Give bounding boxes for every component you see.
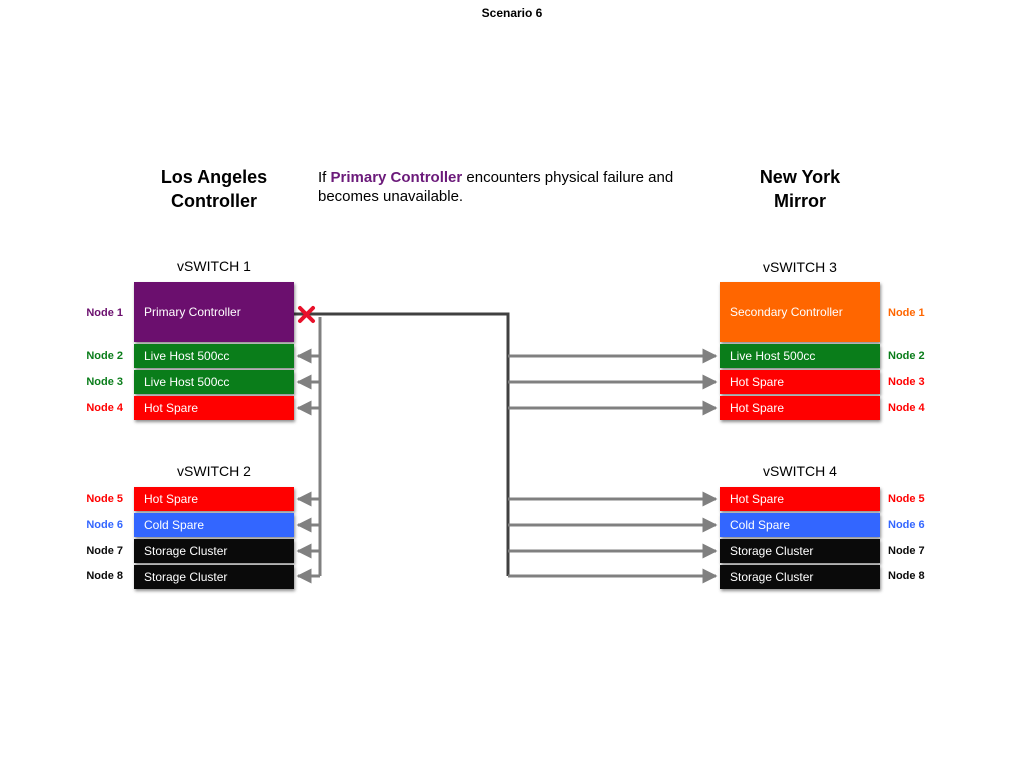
- vs3-row2-text: Live Host 500cc: [730, 349, 816, 363]
- vswitch-2-label: vSWITCH 2: [177, 463, 251, 479]
- vs1-node4-label: Node 4: [86, 402, 123, 414]
- vs1-row3-box[interactable]: Live Host 500cc: [134, 370, 294, 394]
- description-highlight: Primary Controller: [330, 169, 463, 186]
- vs2-row4-text: Storage Cluster: [144, 570, 228, 584]
- vs4-node7-label: Node 7: [888, 545, 925, 557]
- page-title: Scenario 6: [481, 6, 543, 20]
- vs4-row3-box[interactable]: Storage Cluster: [720, 539, 880, 563]
- scenario-description: If Primary Controller encounters physica…: [318, 168, 718, 206]
- vswitch-3-label: vSWITCH 3: [763, 259, 837, 275]
- vs4-row3-text: Storage Cluster: [730, 544, 814, 558]
- connection-lines: [294, 312, 718, 584]
- right-site-line2: Mirror: [773, 191, 826, 211]
- vs2-row1-box[interactable]: Hot Spare: [134, 487, 294, 511]
- primary-link: [294, 312, 510, 576]
- vs2-row3-text: Storage Cluster: [144, 544, 228, 558]
- description-prefix: If: [318, 169, 331, 186]
- vs1-row1-text: Primary Controller: [144, 305, 241, 319]
- vs2-row1-text: Hot Spare: [144, 492, 199, 506]
- vs3-row3-box[interactable]: Hot Spare: [720, 370, 880, 394]
- vs4-node5-label: Node 5: [888, 493, 925, 505]
- vs1-row4-text: Hot Spare: [144, 401, 199, 415]
- right-site-title: New York Mirror: [720, 165, 880, 213]
- right-site-line1: New York: [759, 167, 841, 187]
- vs3-node2-label: Node 2: [888, 350, 925, 362]
- vs3-row3-text: Hot Spare: [730, 375, 785, 389]
- vs4-row2-box[interactable]: Cold Spare: [720, 513, 880, 537]
- vs2-node6-label: Node 6: [86, 519, 123, 531]
- vs4-row2-text: Cold Spare: [730, 518, 791, 532]
- vs3-row1-text: Secondary Controller: [730, 305, 843, 319]
- vs2-row2-box[interactable]: Cold Spare: [134, 513, 294, 537]
- vs4-row1-box[interactable]: Hot Spare: [720, 487, 880, 511]
- secondary-controller-box[interactable]: Secondary Controller: [720, 282, 880, 342]
- vs3-row2-box[interactable]: Live Host 500cc: [720, 344, 880, 368]
- vs1-node1-label: Node 1: [86, 307, 123, 319]
- vs2-row4-box[interactable]: Storage Cluster: [134, 565, 294, 589]
- left-site-line1: Los Angeles: [160, 167, 268, 187]
- vs3-node4-label: Node 4: [888, 402, 925, 414]
- vs1-row2-text: Live Host 500cc: [144, 349, 230, 363]
- vs1-row3-text: Live Host 500cc: [144, 375, 230, 389]
- x-icon: [298, 306, 315, 323]
- description-suffix: encounters physical failure and becomes …: [318, 169, 674, 205]
- vswitch-4-label: vSWITCH 4: [763, 463, 837, 479]
- primary-controller-box[interactable]: Primary Controller: [134, 282, 294, 342]
- vs1-row2-box[interactable]: Live Host 500cc: [134, 344, 294, 368]
- vs2-node7-label: Node 7: [86, 545, 123, 557]
- vs3-row4-text: Hot Spare: [730, 401, 785, 415]
- left-site-line2: Controller: [170, 191, 257, 211]
- vs4-node6-label: Node 6: [888, 519, 925, 531]
- vs4-row1-text: Hot Spare: [730, 492, 785, 506]
- vs2-row3-box[interactable]: Storage Cluster: [134, 539, 294, 563]
- vs3-row4-box[interactable]: Hot Spare: [720, 396, 880, 420]
- vs4-node8-label: Node 8: [888, 570, 925, 582]
- vs2-node8-label: Node 8: [86, 570, 123, 582]
- vs2-row2-text: Cold Spare: [144, 518, 205, 532]
- vswitch-1-label: vSWITCH 1: [177, 258, 251, 274]
- vs4-row4-text: Storage Cluster: [730, 570, 814, 584]
- vs4-row4-box[interactable]: Storage Cluster: [720, 565, 880, 589]
- left-site-title: Los Angeles Controller: [134, 165, 294, 213]
- vs1-row4-box[interactable]: Hot Spare: [134, 396, 294, 420]
- vs3-node3-label: Node 3: [888, 376, 925, 388]
- vs2-node5-label: Node 5: [86, 493, 123, 505]
- vs1-node3-label: Node 3: [86, 376, 123, 388]
- vs1-node2-label: Node 2: [86, 350, 123, 362]
- vs3-node1-label: Node 1: [888, 307, 925, 319]
